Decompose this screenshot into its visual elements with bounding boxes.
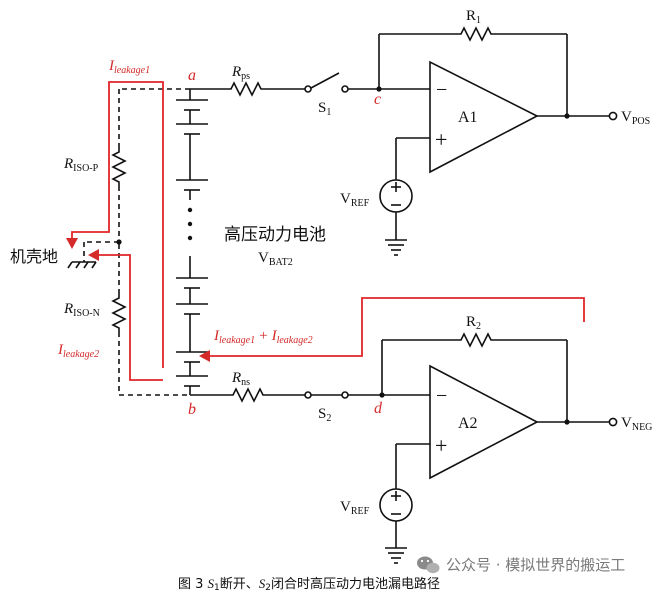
node-d-label: d <box>374 400 383 417</box>
node-a-label: a <box>188 67 196 84</box>
watermark: 公众号 · 模拟世界的搬运工 <box>417 556 625 574</box>
a1-label: A1 <box>458 109 478 126</box>
leakage-path-2 <box>88 249 163 381</box>
resistor-r1 <box>456 26 496 42</box>
vpos-label: VPOS <box>621 109 650 127</box>
s2-label: S2 <box>318 406 331 424</box>
switch-s2 <box>304 391 349 399</box>
vbat-label: VBAT2 <box>258 250 293 268</box>
resistor-rps <box>226 81 270 97</box>
isolation-network <box>83 88 190 396</box>
rns-label: Rns <box>231 370 250 388</box>
leakage-path-sum <box>199 297 585 362</box>
switch-s1 <box>304 72 349 93</box>
wechat-logo-icon <box>417 556 440 574</box>
vref1-label: VREF <box>340 191 370 209</box>
vref2-label: VREF <box>340 499 370 517</box>
battery-stack <box>176 89 208 395</box>
leakage-path-1 <box>66 81 164 368</box>
chassis-ground-icon <box>67 261 97 269</box>
r1-label: R1 <box>466 8 481 26</box>
output-terminal-icon <box>608 111 618 121</box>
resistor-riso-p <box>111 148 127 186</box>
ileakage2-label: Ileakage2 <box>57 342 99 360</box>
ileakage-sum-label: Ileakage1+Ileakage2 <box>213 328 313 346</box>
node-b-label: b <box>188 401 196 418</box>
op-amp-a2 <box>429 364 539 480</box>
riso-n-label: RISO-N <box>63 301 100 319</box>
watermark-text: 公众号 · 模拟世界的搬运工 <box>446 556 625 574</box>
resistor-r2 <box>456 332 496 348</box>
rps-label: Rps <box>231 64 250 82</box>
resistor-rns <box>228 387 305 403</box>
vneg-label: VNEG <box>621 415 652 433</box>
resistor-riso-n <box>111 294 127 332</box>
voltage-source-vref1 <box>379 179 413 213</box>
op-amp-a1 <box>429 60 539 174</box>
figure-caption: 图 3 S1断开、S2闭合时高压动力电池漏电路径 <box>178 576 440 593</box>
a2-label: A2 <box>458 415 478 432</box>
battery-name: 高压动力电池 <box>224 225 326 244</box>
voltage-source-vref2 <box>379 488 413 522</box>
riso-p-label: RISO-P <box>63 156 99 174</box>
chassis-label: 机壳地 <box>10 248 58 266</box>
ground-icon <box>385 547 407 564</box>
r2-label: R2 <box>466 314 481 332</box>
a1-minus: − <box>436 79 447 101</box>
output-terminal-icon <box>608 417 618 427</box>
node-c-label: c <box>374 91 381 108</box>
s1-label: S1 <box>318 100 331 118</box>
ground-icon <box>385 239 407 256</box>
a1-plus: + <box>435 127 447 152</box>
a2-plus: + <box>435 433 447 458</box>
a2-minus: − <box>436 385 447 407</box>
ileakage1-label: Ileakage1 <box>108 58 150 76</box>
